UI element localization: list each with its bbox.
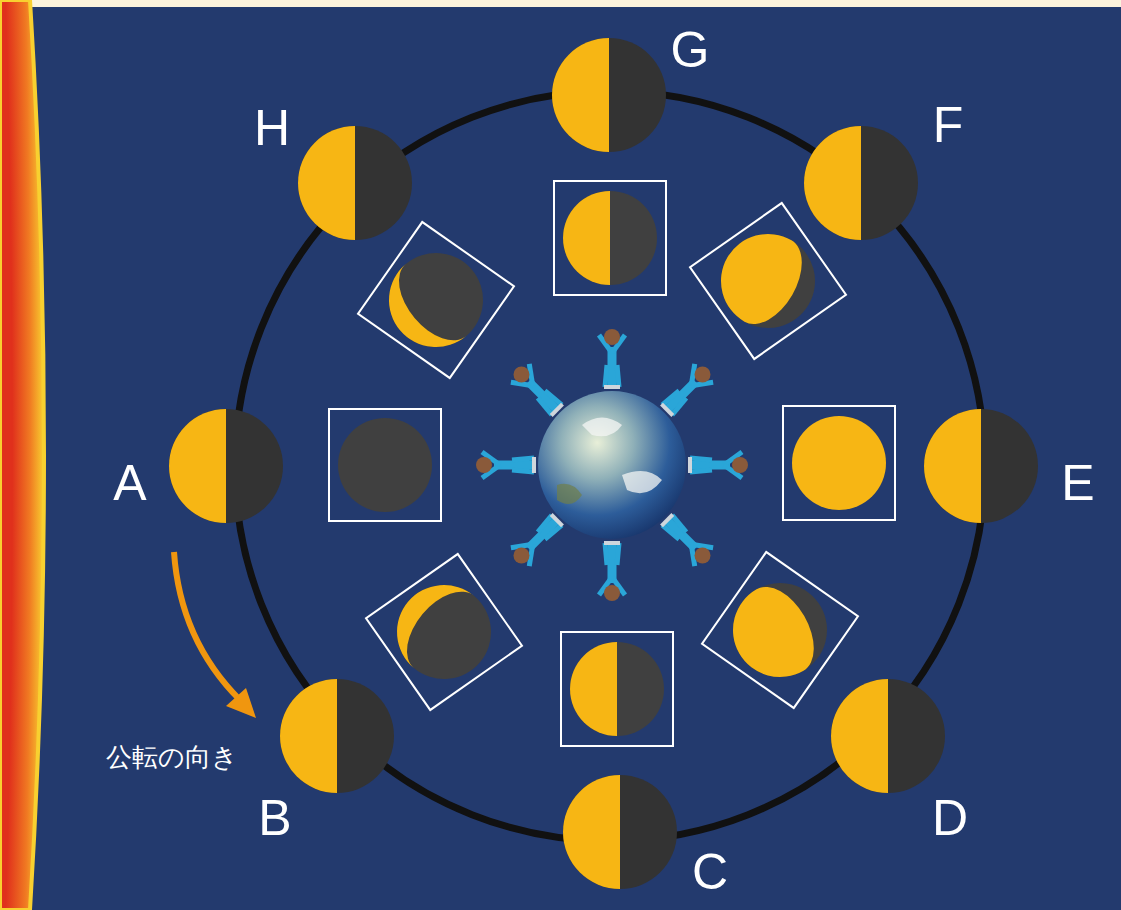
moon-position-letter: H xyxy=(254,103,290,153)
moon-position-letter: B xyxy=(258,793,291,843)
moon-position-letter: E xyxy=(1061,458,1094,508)
direction-label: 公転の向き xyxy=(106,744,238,770)
moon-position-letter: C xyxy=(692,847,728,897)
moon-position-letter: A xyxy=(113,458,146,508)
moon-position-letter: F xyxy=(933,100,964,150)
moon-position-letter: G xyxy=(671,25,710,75)
moon-position-letter: D xyxy=(932,793,968,843)
